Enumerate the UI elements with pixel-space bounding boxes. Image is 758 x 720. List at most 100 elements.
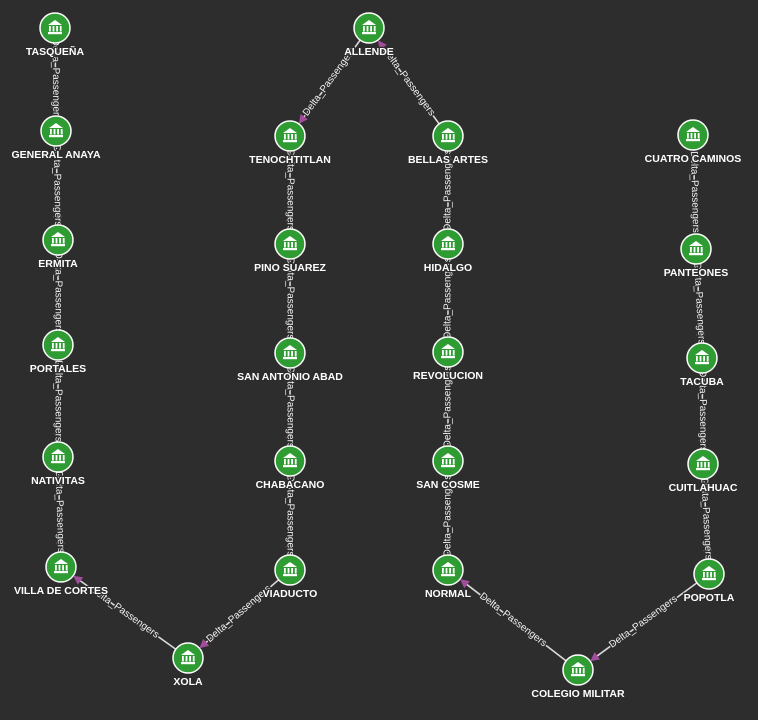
station-node-circle[interactable]	[677, 119, 709, 151]
edge-arrowhead	[285, 220, 295, 229]
station-node-circle[interactable]	[42, 329, 74, 361]
edge-arrowhead	[53, 433, 63, 442]
edge-label: Delta_Passengers	[443, 475, 454, 557]
station-node-pino_suarez[interactable]: PINO SUAREZ	[253, 228, 328, 275]
station-node-circle[interactable]	[432, 445, 464, 477]
edge-cuatro_caminos-to-panteones[interactable]: Delta_Passengers	[687, 149, 703, 234]
station-building-icon	[441, 453, 455, 468]
station-node-bellas_artes[interactable]: BELLAS ARTES	[407, 120, 489, 167]
edge-pino_suarez-to-san_antonio_abad[interactable]: Delta_Passengers	[283, 256, 297, 340]
edge-tasquena-to-general_anaya[interactable]: Delta_Passengers	[48, 37, 62, 121]
station-node-circle[interactable]	[687, 448, 719, 480]
edge-hidalgo-to-bellas_artes[interactable]: Delta_Passengers	[441, 148, 455, 232]
edge-revolucion-to-hidalgo[interactable]: Delta_Passengers	[441, 256, 455, 340]
station-node-allende[interactable]: ALLENDE	[343, 12, 395, 59]
edge-label: Delta_Passengers	[443, 149, 454, 231]
station-node-colegio_militar[interactable]: COLEGIO MILITAR	[530, 654, 626, 701]
station-node-ermita[interactable]: ERMITA	[37, 224, 79, 271]
edge-label: Delta_Passengers	[285, 258, 296, 340]
station-building-icon	[283, 128, 297, 143]
station-node-tenochtitlan[interactable]: TENOCHTITLAN	[248, 120, 332, 167]
edge-label: Delta_Passengers	[285, 149, 296, 231]
edge-line[interactable]	[701, 372, 704, 445]
station-label: XOLA	[173, 676, 203, 688]
station-node-circle[interactable]	[680, 233, 712, 265]
station-building-icon	[283, 345, 297, 360]
station-node-revolucion[interactable]: REVOLUCION	[412, 336, 484, 383]
station-node-circle[interactable]	[432, 120, 464, 152]
edge-line[interactable]	[696, 263, 702, 339]
station-node-circle[interactable]	[274, 554, 306, 586]
edge-label: Delta_Passengers	[688, 151, 701, 233]
edge-colegio_militar-to-normal[interactable]: Delta_Passengers	[459, 579, 567, 662]
edge-line[interactable]	[301, 39, 361, 121]
edge-portales-to-nativitas[interactable]: Delta_Passengers	[51, 359, 65, 443]
edge-line[interactable]	[703, 478, 709, 555]
station-node-villa_de_cortes[interactable]: VILLA DE CORTES	[13, 551, 109, 598]
station-node-circle[interactable]	[686, 342, 718, 374]
station-node-san_cosme[interactable]: SAN COSME	[415, 445, 481, 492]
edge-line[interactable]	[463, 581, 567, 662]
station-node-nativitas[interactable]: NATIVITAS	[30, 441, 86, 488]
edge-line[interactable]	[380, 43, 440, 125]
edge-line[interactable]	[76, 577, 177, 650]
station-node-circle[interactable]	[562, 654, 594, 686]
station-building-icon	[283, 453, 297, 468]
edge-san_antonio_abad-to-chabacano[interactable]: Delta_Passengers	[283, 365, 297, 449]
station-node-circle[interactable]	[40, 115, 72, 147]
station-node-circle[interactable]	[42, 224, 74, 256]
edge-line[interactable]	[54, 42, 57, 112]
station-node-popotla[interactable]: POPOTLA	[682, 558, 736, 605]
station-node-tacuba[interactable]: TACUBA	[679, 342, 725, 389]
station-node-circle[interactable]	[274, 120, 306, 152]
edge-popotla-to-colegio_militar[interactable]: Delta_Passengers	[590, 582, 698, 662]
edge-arrowhead	[377, 40, 387, 51]
station-node-circle[interactable]	[274, 228, 306, 260]
station-building-icon	[571, 662, 585, 677]
station-node-circle[interactable]	[432, 336, 464, 368]
station-node-circle[interactable]	[432, 228, 464, 260]
station-node-circle[interactable]	[274, 445, 306, 477]
station-node-circle[interactable]	[39, 12, 71, 44]
station-node-circle[interactable]	[45, 551, 77, 583]
edge-nativitas-to-villa_de_cortes[interactable]: Delta_Passengers	[52, 470, 68, 554]
station-label: ALLENDE	[344, 46, 394, 58]
station-node-circle[interactable]	[172, 642, 204, 674]
edge-line[interactable]	[202, 579, 280, 646]
edge-arrowhead	[55, 542, 65, 553]
station-node-circle[interactable]	[693, 558, 725, 590]
edge-tacuba-to-cuitlahuac[interactable]: Delta_Passengers	[695, 369, 709, 453]
edge-san_cosme-to-revolucion[interactable]: Delta_Passengers	[441, 364, 455, 448]
station-building-icon	[181, 650, 195, 665]
edge-tenochtitlan-to-pino_suarez[interactable]: Delta_Passengers	[283, 148, 297, 232]
edge-line[interactable]	[593, 582, 698, 659]
station-label: HIDALGO	[424, 262, 472, 274]
edge-normal-to-san_cosme[interactable]: Delta_Passengers	[441, 473, 455, 557]
station-node-hidalgo[interactable]: HIDALGO	[423, 228, 473, 275]
station-node-circle[interactable]	[432, 554, 464, 586]
edge-chabacano-to-viaducto[interactable]: Delta_Passengers	[283, 473, 297, 557]
station-node-chabacano[interactable]: CHABACANO	[254, 445, 326, 492]
station-node-xola[interactable]: XOLA	[172, 642, 204, 689]
edge-arrowhead	[443, 476, 453, 485]
edge-general_anaya-to-ermita[interactable]: Delta_Passengers	[50, 143, 65, 227]
station-node-panteones[interactable]: PANTEONES	[662, 233, 730, 280]
station-building-icon	[54, 559, 68, 574]
edge-line[interactable]	[55, 145, 59, 221]
station-node-cuitlahuac[interactable]: CUITLAHUAC	[667, 448, 739, 495]
station-node-tasquena[interactable]: TASQUEÑA	[25, 12, 86, 59]
station-node-normal[interactable]: NORMAL	[424, 554, 473, 601]
station-node-san_antonio_abad[interactable]: SAN ANTONIO ABAD	[236, 337, 345, 384]
edge-line[interactable]	[57, 471, 62, 548]
station-node-circle[interactable]	[42, 441, 74, 473]
station-node-circle[interactable]	[353, 12, 385, 44]
edge-ermita-to-portales[interactable]: Delta_Passengers	[51, 250, 65, 334]
edge-line[interactable]	[692, 149, 697, 230]
station-node-cuatro_caminos[interactable]: CUATRO CAMINOS	[643, 119, 743, 166]
station-node-circle[interactable]	[274, 337, 306, 369]
station-node-general_anaya[interactable]: GENERAL ANAYA	[10, 115, 102, 162]
station-node-portales[interactable]: PORTALES	[29, 329, 87, 376]
edge-arrowhead	[443, 151, 453, 160]
station-node-viaducto[interactable]: VIADUCTO	[261, 554, 319, 601]
